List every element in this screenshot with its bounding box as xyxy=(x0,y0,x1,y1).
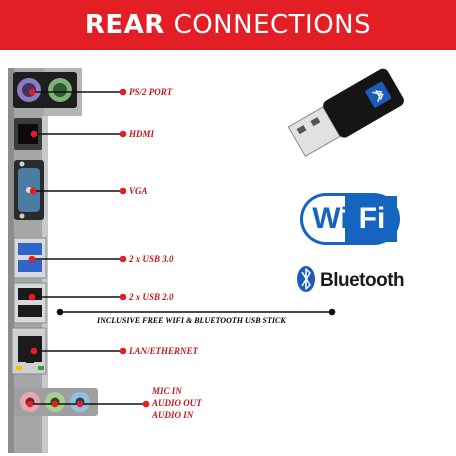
label-hdmi: HDMI xyxy=(129,129,155,139)
usb2-ports xyxy=(13,282,47,324)
marker-dots xyxy=(26,88,150,408)
wifi-logo xyxy=(300,193,400,245)
dongle-note: INCLUSIVE FREE WIFI & BLUETOOTH USB STIC… xyxy=(97,316,286,325)
banner-title: REAR CONNECTIONS xyxy=(84,10,372,40)
bluetooth-text: Bluetooth xyxy=(320,270,405,291)
bluetooth-icon xyxy=(297,266,315,292)
label-audio-out: AUDIO OUT xyxy=(152,398,202,408)
vga-port xyxy=(14,160,44,220)
wifi-text-right: Fi xyxy=(358,202,386,235)
note-line-dots xyxy=(56,308,336,316)
wifi-text-left: Wi xyxy=(312,202,349,235)
usb-dongle-image xyxy=(287,68,404,158)
label-lan: LAN/ETHERNET xyxy=(129,346,199,356)
label-vga: VGA xyxy=(129,186,148,196)
label-audio-in: AUDIO IN xyxy=(152,410,194,420)
header-banner: REAR CONNECTIONS xyxy=(0,0,456,50)
hdmi-port xyxy=(14,118,42,150)
label-usb2: 2 x USB 2.0 xyxy=(129,292,174,302)
pointer-lines xyxy=(32,91,332,405)
label-usb3: 2 x USB 3.0 xyxy=(129,254,174,264)
label-mic-in: MIC IN xyxy=(152,386,182,396)
ps2-port xyxy=(13,72,77,108)
label-ps2: PS/2 PORT xyxy=(129,87,173,97)
